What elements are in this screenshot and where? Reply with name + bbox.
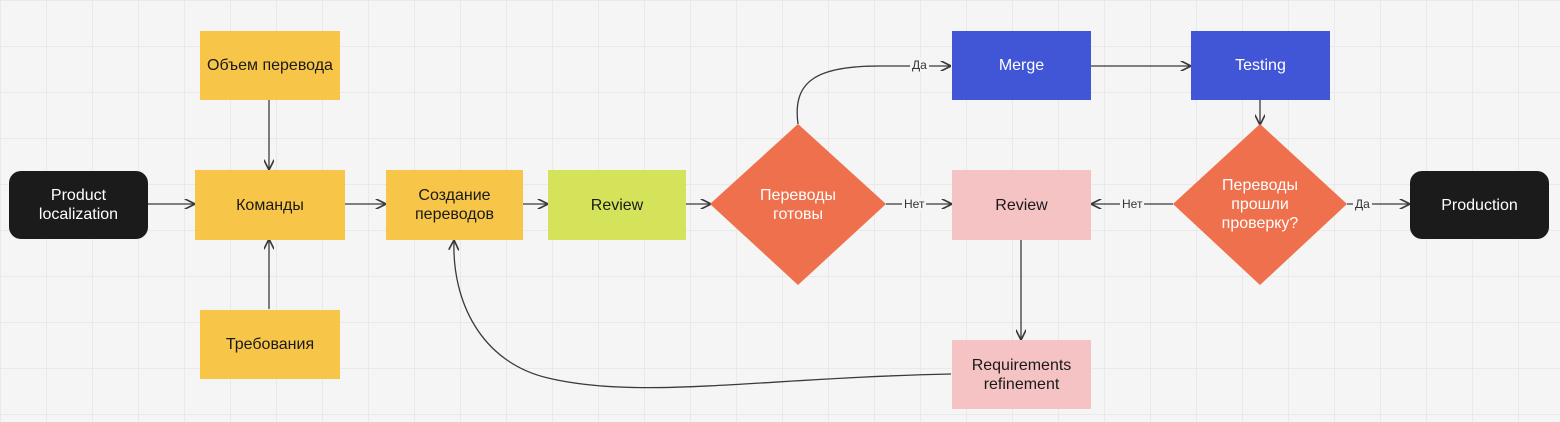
review-1-node[interactable]: Review	[548, 170, 686, 240]
requirements-refinement-node[interactable]: Requirements refinement	[952, 340, 1091, 409]
create-translations-node[interactable]: Создание переводов	[386, 170, 523, 240]
translation-volume-node[interactable]: Объем перевода	[200, 31, 340, 100]
edge-label-passed-yes: Да	[1353, 197, 1372, 211]
merge-node[interactable]: Merge	[952, 31, 1091, 100]
translations-ready-diamond[interactable]: Переводы готовы	[710, 124, 886, 285]
merge-label: Merge	[998, 57, 1045, 74]
production-label: Production	[1441, 196, 1518, 214]
testing-node[interactable]: Testing	[1191, 31, 1330, 100]
review-2-node[interactable]: Review	[952, 170, 1091, 240]
edge-label-ready-yes: Да	[910, 58, 929, 72]
requirements-node[interactable]: Требования	[200, 310, 340, 379]
translations-passed-label: Переводы прошли проверку?	[1221, 177, 1299, 232]
edge-label-passed-no: Нет	[1120, 197, 1145, 211]
review-2-label: Review	[995, 196, 1048, 214]
requirements-label: Требования	[225, 336, 315, 353]
testing-label: Testing	[1235, 57, 1286, 74]
product-localization-label: Product localization	[38, 187, 119, 223]
teams-node[interactable]: Команды	[195, 170, 345, 240]
translations-passed-diamond-shape	[1173, 124, 1347, 285]
edge-refinement-to-create	[454, 241, 952, 389]
review-1-label: Review	[590, 196, 644, 214]
teams-label: Команды	[236, 196, 304, 214]
requirements-refinement-label: Requirements refinement	[971, 356, 1072, 393]
edge-ready-yes-to-merge	[796, 66, 950, 125]
production-node[interactable]: Production	[1410, 171, 1549, 239]
create-translations-label: Создание переводов	[415, 187, 494, 223]
translations-passed-diamond[interactable]: Переводы прошли проверку?	[1173, 124, 1347, 285]
edge-label-ready-no: Нет	[902, 197, 927, 211]
translations-ready-label: Переводы готовы	[760, 186, 836, 223]
translations-ready-diamond-shape	[710, 124, 886, 285]
product-localization-node[interactable]: Product localization	[9, 171, 148, 239]
translation-volume-label: Объем перевода	[207, 57, 333, 74]
